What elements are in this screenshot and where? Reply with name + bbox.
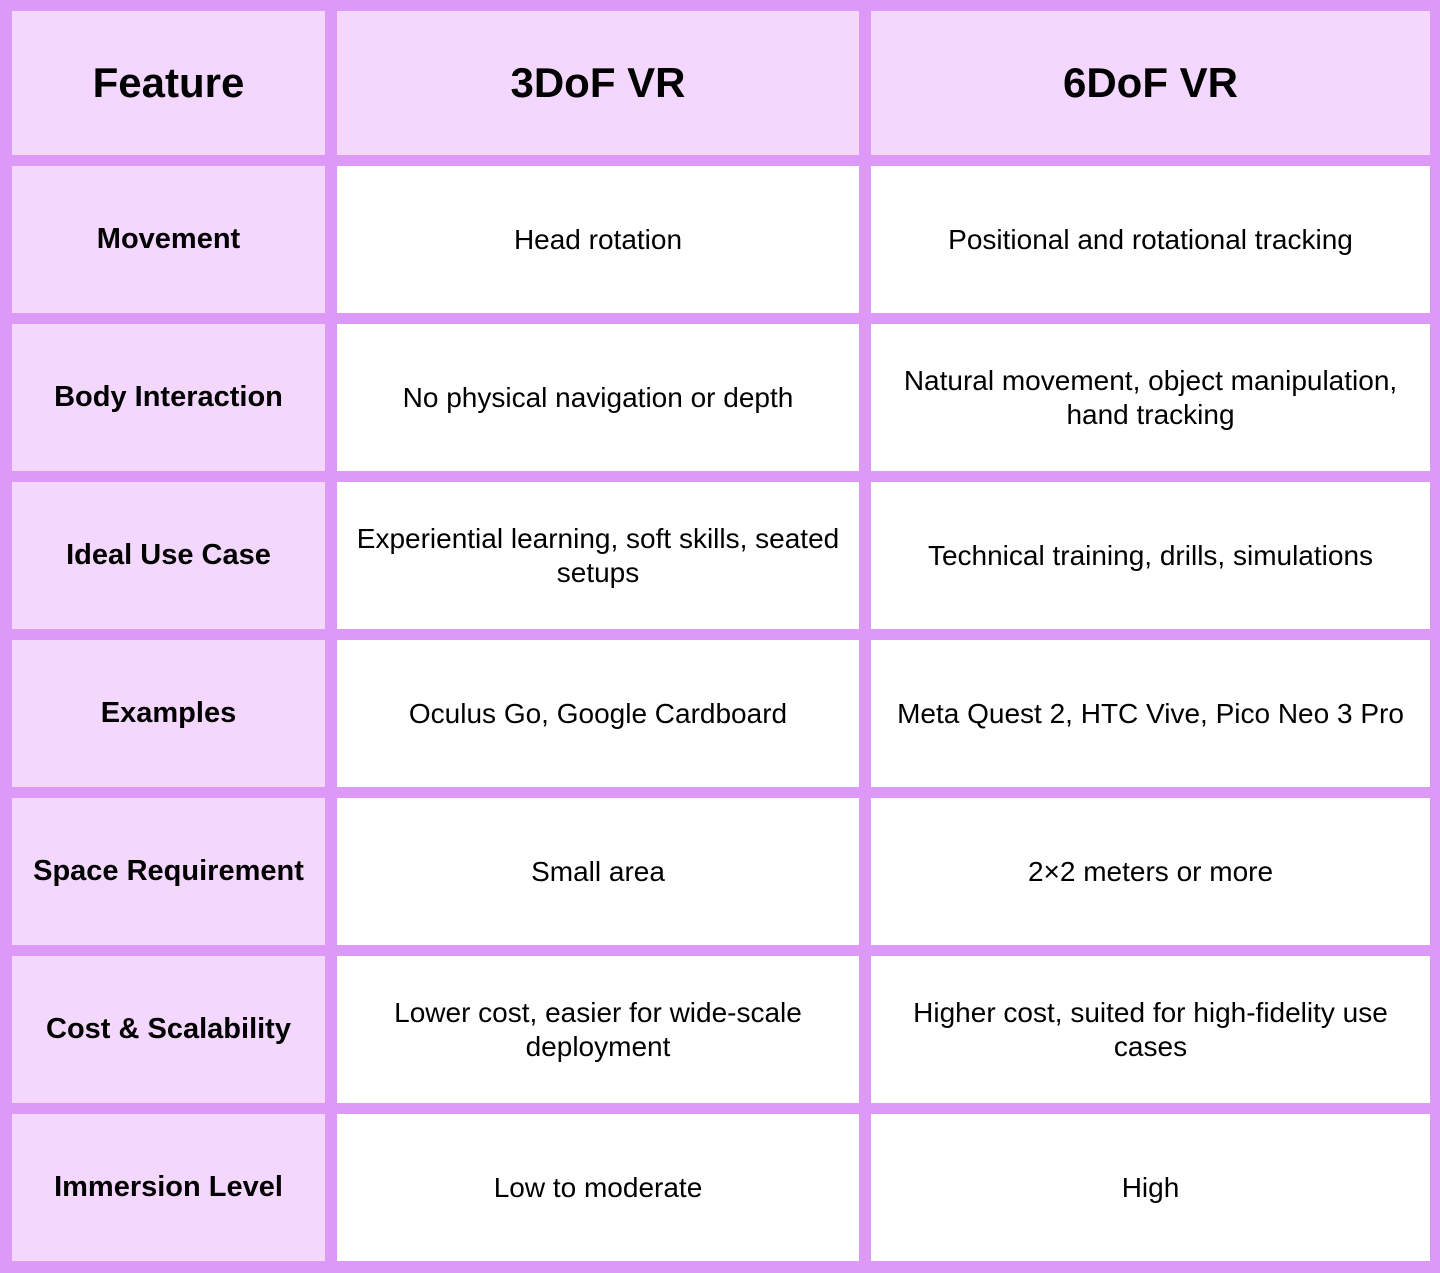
cell-immersion-level-3dof: Low to moderate	[337, 1114, 859, 1261]
row-label-ideal-use-case: Ideal Use Case	[12, 482, 325, 629]
row-label-space-requirement: Space Requirement	[12, 798, 325, 945]
row-label-movement: Movement	[12, 166, 325, 313]
cell-space-requirement-6dof: 2×2 meters or more	[871, 798, 1430, 945]
cell-body-interaction-6dof: Natural movement, object manipulation, h…	[871, 324, 1430, 471]
cell-cost-scalability-3dof: Lower cost, easier for wide-scale deploy…	[337, 956, 859, 1103]
header-3dof-vr: 3DoF VR	[337, 11, 859, 155]
row-label-examples: Examples	[12, 640, 325, 787]
row-label-immersion-level: Immersion Level	[12, 1114, 325, 1261]
cell-immersion-level-6dof: High	[871, 1114, 1430, 1261]
cell-examples-6dof: Meta Quest 2, HTC Vive, Pico Neo 3 Pro	[871, 640, 1430, 787]
cell-body-interaction-3dof: No physical navigation or depth	[337, 324, 859, 471]
cell-examples-3dof: Oculus Go, Google Cardboard	[337, 640, 859, 787]
cell-ideal-use-case-6dof: Technical training, drills, simulations	[871, 482, 1430, 629]
cell-cost-scalability-6dof: Higher cost, suited for high-fidelity us…	[871, 956, 1430, 1103]
header-6dof-vr: 6DoF VR	[871, 11, 1430, 155]
row-label-body-interaction: Body Interaction	[12, 324, 325, 471]
cell-ideal-use-case-3dof: Experiential learning, soft skills, seat…	[337, 482, 859, 629]
header-feature: Feature	[12, 11, 325, 155]
cell-movement-6dof: Positional and rotational tracking	[871, 166, 1430, 313]
row-label-cost-scalability: Cost & Scalability	[12, 956, 325, 1103]
cell-space-requirement-3dof: Small area	[337, 798, 859, 945]
cell-movement-3dof: Head rotation	[337, 166, 859, 313]
